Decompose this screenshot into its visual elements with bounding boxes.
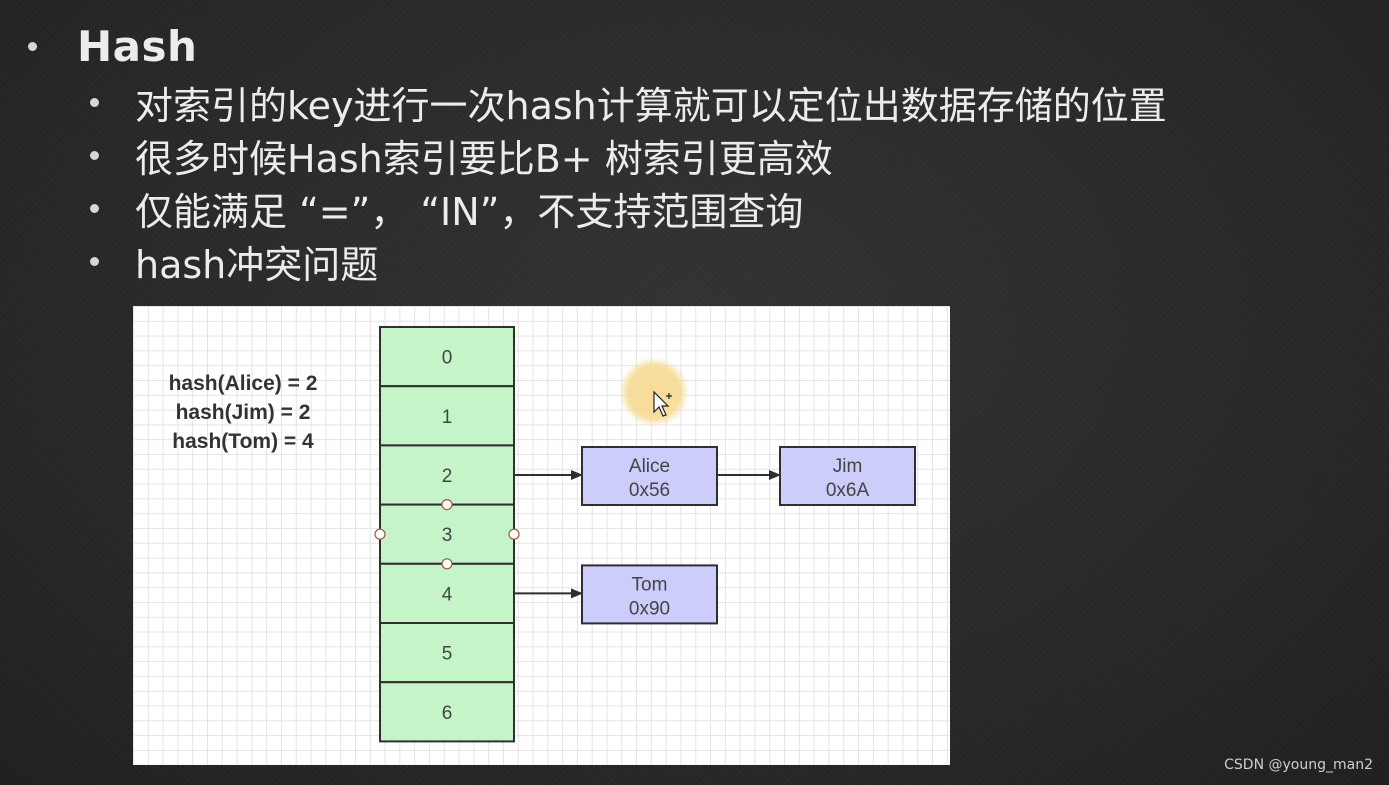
bullet-text: 很多时候Hash索引要比B+ 树索引更高效	[135, 137, 833, 181]
hash-slot: 1	[379, 385, 515, 447]
entry-address: 0x90	[629, 598, 670, 619]
cursor-icon	[653, 390, 672, 417]
selection-handle[interactable]	[508, 528, 520, 540]
entry-node-box	[581, 446, 718, 506]
bullet-item: 仅能满足 “=”， “IN”，不支持范围查询	[90, 182, 1167, 235]
bullet-dot-icon	[90, 98, 99, 107]
entry-node: Tom 0x90	[581, 564, 718, 625]
bullet-item: hash冲突问题	[90, 235, 1167, 288]
bullet-text: 仅能满足 “=”， “IN”，不支持范围查询	[135, 190, 804, 234]
hash-slot: 3	[379, 503, 515, 565]
selection-handle[interactable]	[374, 528, 386, 540]
bullet-dot-icon	[28, 42, 37, 51]
entry-node: Jim 0x6A	[779, 446, 916, 506]
hash-slot-box	[379, 326, 515, 388]
main-bullet: Hash	[22, 22, 197, 71]
hash-note: hash(Tom) = 4	[172, 430, 314, 453]
entry-address: 0x56	[629, 480, 670, 501]
watermark: CSDN @young_man2	[1224, 757, 1373, 773]
bullet-item: 对索引的key进行一次hash计算就可以定位出数据存储的位置	[90, 76, 1167, 129]
hash-slot: 6	[379, 681, 515, 743]
hash-slot: 5	[379, 622, 515, 684]
hash-slot: 4	[379, 562, 515, 624]
hash-slot-index: 4	[442, 584, 453, 605]
entry-node: Alice 0x56	[581, 446, 718, 506]
selection-handle[interactable]	[441, 558, 453, 570]
cursor-highlight	[619, 357, 689, 427]
entry-name: Tom	[632, 574, 668, 595]
bullet-dot-icon	[90, 151, 99, 160]
hash-slot-box	[379, 385, 515, 447]
hash-note: hash(Jim) = 2	[176, 401, 311, 424]
entry-name: Jim	[833, 456, 863, 477]
hash-slot-index: 3	[442, 525, 453, 546]
hash-slot-index: 5	[442, 644, 453, 665]
entry-node-box	[779, 446, 916, 506]
hash-slot-index: 1	[442, 407, 453, 428]
entry-node-box	[581, 564, 718, 625]
hash-table-diagram: hash(Alice) = 2 hash(Jim) = 2 hash(Tom) …	[133, 306, 950, 765]
hash-slot: 0	[379, 326, 515, 388]
selection-handle[interactable]	[441, 499, 453, 511]
bullet-dot-icon	[90, 204, 99, 213]
slide-title: Hash	[77, 22, 198, 71]
hash-slot: 2	[379, 444, 515, 506]
bullet-text: hash冲突问题	[135, 243, 379, 287]
hash-slot-index: 0	[442, 348, 453, 369]
hash-note: hash(Alice) = 2	[169, 372, 318, 395]
bullet-list: 对索引的key进行一次hash计算就可以定位出数据存储的位置 很多时候Hash索…	[90, 76, 1167, 288]
bullet-dot-icon	[90, 257, 99, 266]
hash-slot-box	[379, 681, 515, 743]
hash-slot-box	[379, 622, 515, 684]
bullet-item: 很多时候Hash索引要比B+ 树索引更高效	[90, 129, 1167, 182]
hash-table-svg: hash(Alice) = 2 hash(Jim) = 2 hash(Tom) …	[169, 326, 916, 743]
entry-address: 0x6A	[826, 480, 870, 501]
entry-name: Alice	[629, 456, 670, 477]
hash-slot-index: 6	[442, 703, 453, 724]
selection-handles	[374, 499, 520, 570]
bullet-text: 对索引的key进行一次hash计算就可以定位出数据存储的位置	[135, 84, 1167, 128]
hash-slot-index: 2	[442, 466, 453, 487]
